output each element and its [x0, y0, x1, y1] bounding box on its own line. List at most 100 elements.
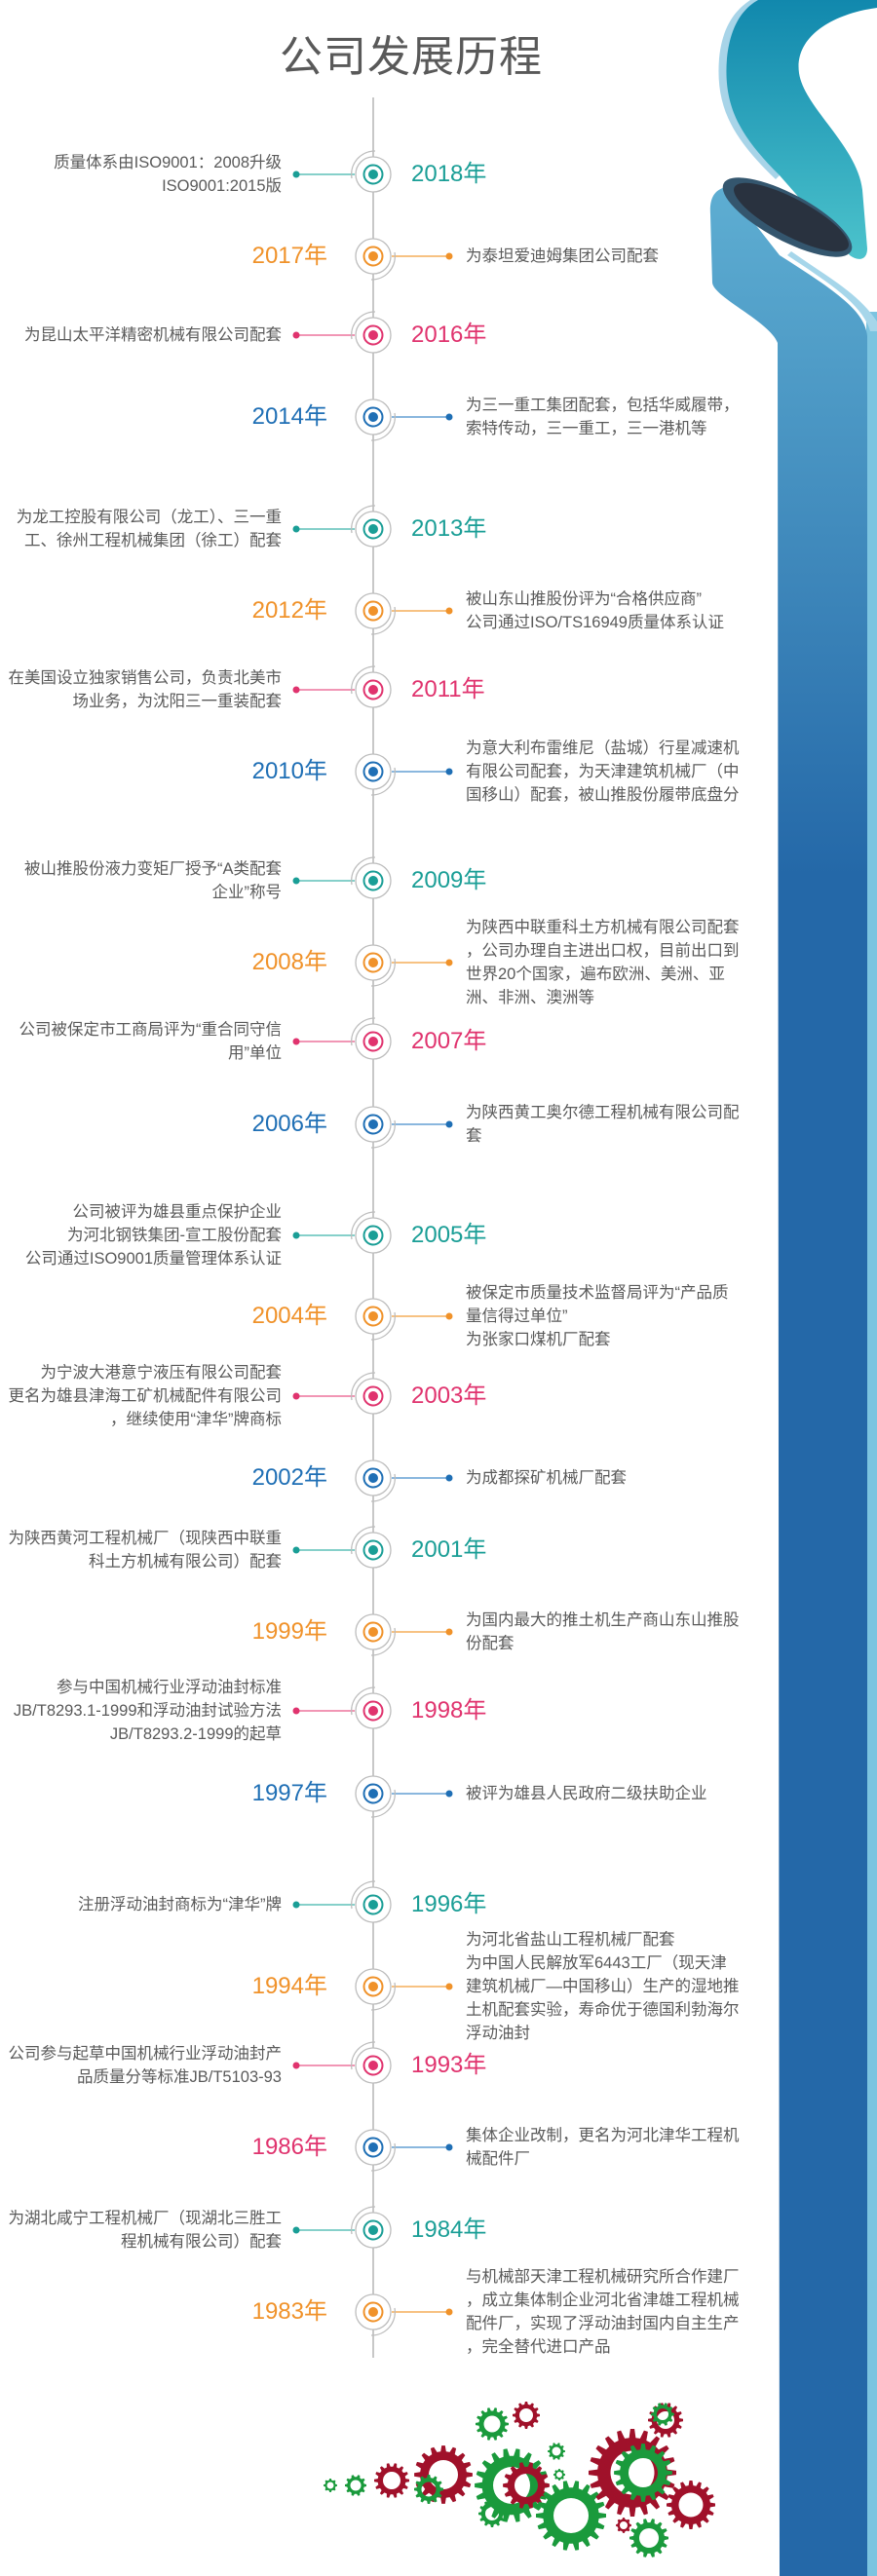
timeline-node — [292, 1372, 392, 1415]
node-dot-icon — [368, 524, 378, 534]
description-line: 配件厂，实现了浮动油封国内自主生产 — [466, 2315, 740, 2332]
outer-arc-icon — [370, 1119, 396, 1149]
description-line: 为意大利布雷维尼（盐城）行星减速机 — [466, 739, 740, 757]
outer-arc-icon — [351, 1372, 376, 1401]
description-line: 土机配套实验，寿命优于德国利勃海尔 — [466, 2001, 740, 2019]
event-description: 质量体系由ISO9001：2008升级 ISO9001:2015版 — [54, 151, 282, 198]
description-line: 被山推股份液力变矩厂授予“A类配套 — [24, 860, 282, 878]
outer-arc-icon — [351, 1211, 376, 1240]
node-dot-icon — [368, 1119, 378, 1129]
timeline-node — [292, 150, 392, 193]
description-line: ，继续使用“津华”牌商标 — [110, 1411, 282, 1428]
description-line: 被保定市质量技术监督局评为“产品质 — [466, 1284, 729, 1302]
outer-arc-icon — [351, 2041, 376, 2070]
description-line: 品质量分等标准JB/T5103-93 — [77, 2068, 282, 2086]
connector-dot-icon — [292, 1231, 300, 1239]
event-description: 与机械部天津工程机械研究所合作建厂，成立集体制企业河北省津雄工程机械配件厂，实现… — [466, 2265, 740, 2359]
timeline-node — [355, 1106, 453, 1149]
node-dot-icon — [368, 2307, 378, 2317]
timeline-node — [292, 1017, 392, 1060]
event-description: 被评为雄县人民政府二级扶助企业 — [466, 1782, 707, 1805]
year-label: 1986年 — [251, 2134, 327, 2160]
event-description: 为泰坦爱迪姆集团公司配套 — [466, 245, 659, 268]
node-dot-icon — [368, 1311, 378, 1321]
connector-dot-icon — [292, 331, 300, 339]
description-line: 为宁波大港意宁液压有限公司配套 — [40, 1364, 283, 1382]
connector-dot-icon — [292, 1901, 300, 1909]
outer-arc-icon — [351, 1526, 376, 1555]
outer-arc-icon — [370, 1982, 396, 2011]
description-line: 企业”称号 — [211, 884, 283, 901]
outer-arc-icon — [351, 1017, 376, 1046]
description-line: 公司被评为雄县重点保护企业 — [72, 1203, 283, 1221]
event-description: 被山推股份液力变矩厂授予“A类配套企业”称号 — [24, 857, 282, 904]
description-line: 为陕西黄工奥尔德工程机械有限公司配 — [466, 1104, 740, 1121]
node-dot-icon — [368, 876, 378, 886]
description-line: 为昆山太平洋精密机械有限公司配套 — [24, 326, 282, 344]
gear-icon — [548, 2443, 565, 2460]
outer-arc-icon — [351, 665, 376, 695]
outer-arc-icon — [351, 1880, 376, 1910]
description-line: 浮动油封 — [466, 2025, 530, 2042]
timeline-node — [355, 2293, 453, 2336]
gear-icon — [324, 2479, 337, 2492]
outer-arc-icon — [370, 1627, 396, 1656]
description-line: 为湖北咸宁工程机械厂（现湖北三胜工 — [8, 2210, 283, 2227]
node-dot-icon — [368, 1391, 378, 1401]
description-line: ISO9001:2015版 — [162, 177, 282, 195]
node-dot-icon — [368, 2061, 378, 2070]
connector-dot-icon — [292, 170, 300, 178]
description-line: 公司通过ISO/TS16949质量体系认证 — [466, 614, 724, 631]
connector-dot-icon — [292, 1707, 300, 1715]
description-line: 场业务，为沈阳三一重装配套 — [72, 693, 283, 710]
year-label: 2004年 — [251, 1303, 327, 1329]
event-description: 为意大利布雷维尼（盐城）行星减速机有限公司配套，为天津建筑机械厂（中国移山）配套… — [466, 737, 740, 807]
timeline-node — [355, 238, 453, 281]
connector-dot-icon — [445, 959, 453, 966]
outer-arc-icon — [351, 311, 376, 340]
node-dot-icon — [368, 1627, 378, 1637]
event-description: 为陕西中联重科土方机械有限公司配套，公司办理自主进出口权，目前出口到世界20个国… — [466, 916, 740, 1009]
gear-icon — [553, 2469, 565, 2481]
year-label: 2006年 — [251, 1111, 327, 1137]
description-line: ，公司办理自主进出口权，目前出口到 — [466, 942, 740, 960]
timeline-node — [355, 1298, 453, 1341]
gear-icon — [345, 2475, 366, 2496]
connector-dot-icon — [445, 607, 453, 615]
event-description: 为三一重工集团配套，包括华威履带，索特传动，三一重工，三一港机等 — [466, 394, 740, 440]
outer-arc-icon — [370, 1789, 396, 1818]
node-dot-icon — [368, 1706, 378, 1716]
description-line: 公司参与起草中国机械行业浮动油封产 — [8, 2045, 283, 2063]
event-description: 为陕西黄工奥尔德工程机械有限公司配套 — [466, 1101, 740, 1148]
outer-arc-icon — [370, 606, 396, 635]
year-label: 1993年 — [411, 2052, 487, 2078]
node-dot-icon — [368, 330, 378, 340]
event-description: 为宁波大港意宁液压有限公司配套更名为雄县津海工矿机械配件有限公司，继续使用“津华… — [9, 1361, 283, 1431]
node-dot-icon — [368, 1982, 378, 1991]
node-dot-icon — [368, 2225, 378, 2235]
event-description: 为成都探矿机械厂配套 — [466, 1466, 627, 1490]
node-dot-icon — [368, 1231, 378, 1240]
connector-dot-icon — [292, 1392, 300, 1400]
event-description: 为河北省盐山工程机械厂配套为中国人民解放军6443工厂（现天津建筑机械厂—中国移… — [466, 1928, 740, 2045]
description-line: JB/T8293.1-1999和浮动油封试验方法 — [13, 1702, 282, 1720]
year-label: 1999年 — [251, 1618, 327, 1645]
description-line: 质量体系由ISO9001：2008升级 — [54, 154, 282, 171]
year-label: 2003年 — [411, 1383, 487, 1409]
description-line: 与机械部天津工程机械研究所合作建厂 — [466, 2268, 740, 2286]
event-description: 公司参与起草中国机械行业浮动油封产品质量分等标准JB/T5103-93 — [9, 2042, 283, 2089]
timeline-node — [355, 753, 453, 796]
timeline-node — [292, 665, 392, 708]
description-line: 套 — [466, 1127, 482, 1145]
description-line: 科土方机械有限公司）配套 — [89, 1553, 282, 1571]
description-line: 为国内最大的推土机生产商山东山推股 — [466, 1611, 740, 1629]
year-label: 1998年 — [411, 1697, 487, 1724]
outer-arc-icon — [370, 767, 396, 796]
connector-dot-icon — [445, 1983, 453, 1990]
event-description: 为湖北咸宁工程机械厂（现湖北三胜工程机械有限公司）配套 — [9, 2207, 283, 2254]
connector-dot-icon — [292, 2226, 300, 2234]
description-line: 为张家口煤机厂配套 — [466, 1331, 611, 1348]
description-line: 公司被保定市工商局评为“重合同守信 — [19, 1021, 283, 1039]
timeline-node — [355, 398, 453, 441]
